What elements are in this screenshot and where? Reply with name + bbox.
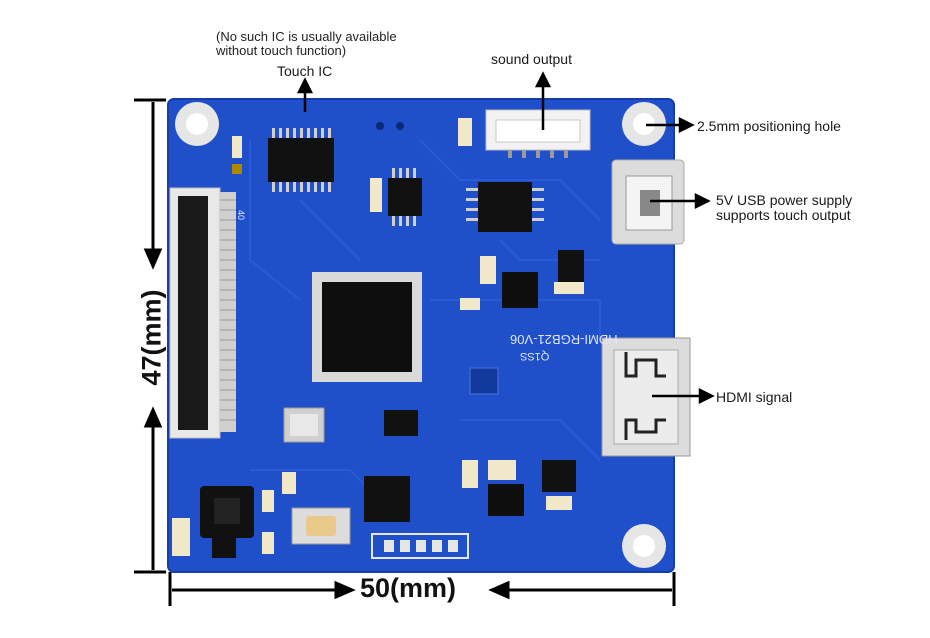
positioning-hole-bottom-right: [622, 524, 666, 568]
positioning-hole-top-left: [175, 102, 219, 146]
pin-header: [371, 533, 469, 559]
fpc-connector: [169, 187, 236, 439]
hdmi-signal-label: HDMI signal: [716, 389, 793, 405]
usb-power-label-line1: 5V USB power supply: [716, 192, 853, 208]
main-controller-chip: [312, 272, 422, 382]
touch-ic-note-line1: (No such IC is usually available: [216, 29, 397, 44]
usb-power-label-line2: supports touch output: [716, 207, 851, 223]
crystal-oscillator: [283, 407, 325, 443]
height-dimension-lines: [134, 98, 166, 574]
sound-output-label: sound output: [491, 51, 572, 67]
width-dimension-label: 50(mm): [360, 573, 457, 603]
qfn-chip: [364, 476, 410, 522]
positioning-hole-top-right: [622, 102, 666, 146]
silkscreen-model: HDMI-RGB21-V06: [510, 332, 618, 347]
reset-button: [291, 507, 351, 545]
positioning-hole-label: 2.5mm positioning hole: [697, 118, 841, 134]
sop-chip-2: [466, 182, 544, 232]
touch-ic-note-line2: without touch function): [216, 43, 347, 58]
height-dimension-label: 47(mm): [136, 289, 167, 386]
inductor: [200, 486, 254, 538]
callout-arrows: [296, 71, 715, 405]
touch-ic-label: Touch IC: [277, 63, 333, 79]
usb-connector: [611, 159, 685, 245]
touch-ic-chip: [268, 128, 334, 192]
width-dimension-lines: [168, 572, 676, 606]
misc-components: [172, 118, 584, 558]
sop-chip-1: [388, 168, 422, 226]
silkscreen-pin: 40: [236, 209, 247, 221]
sound-output-connector: [485, 109, 591, 158]
silkscreen-part: Q1SS: [520, 350, 550, 362]
